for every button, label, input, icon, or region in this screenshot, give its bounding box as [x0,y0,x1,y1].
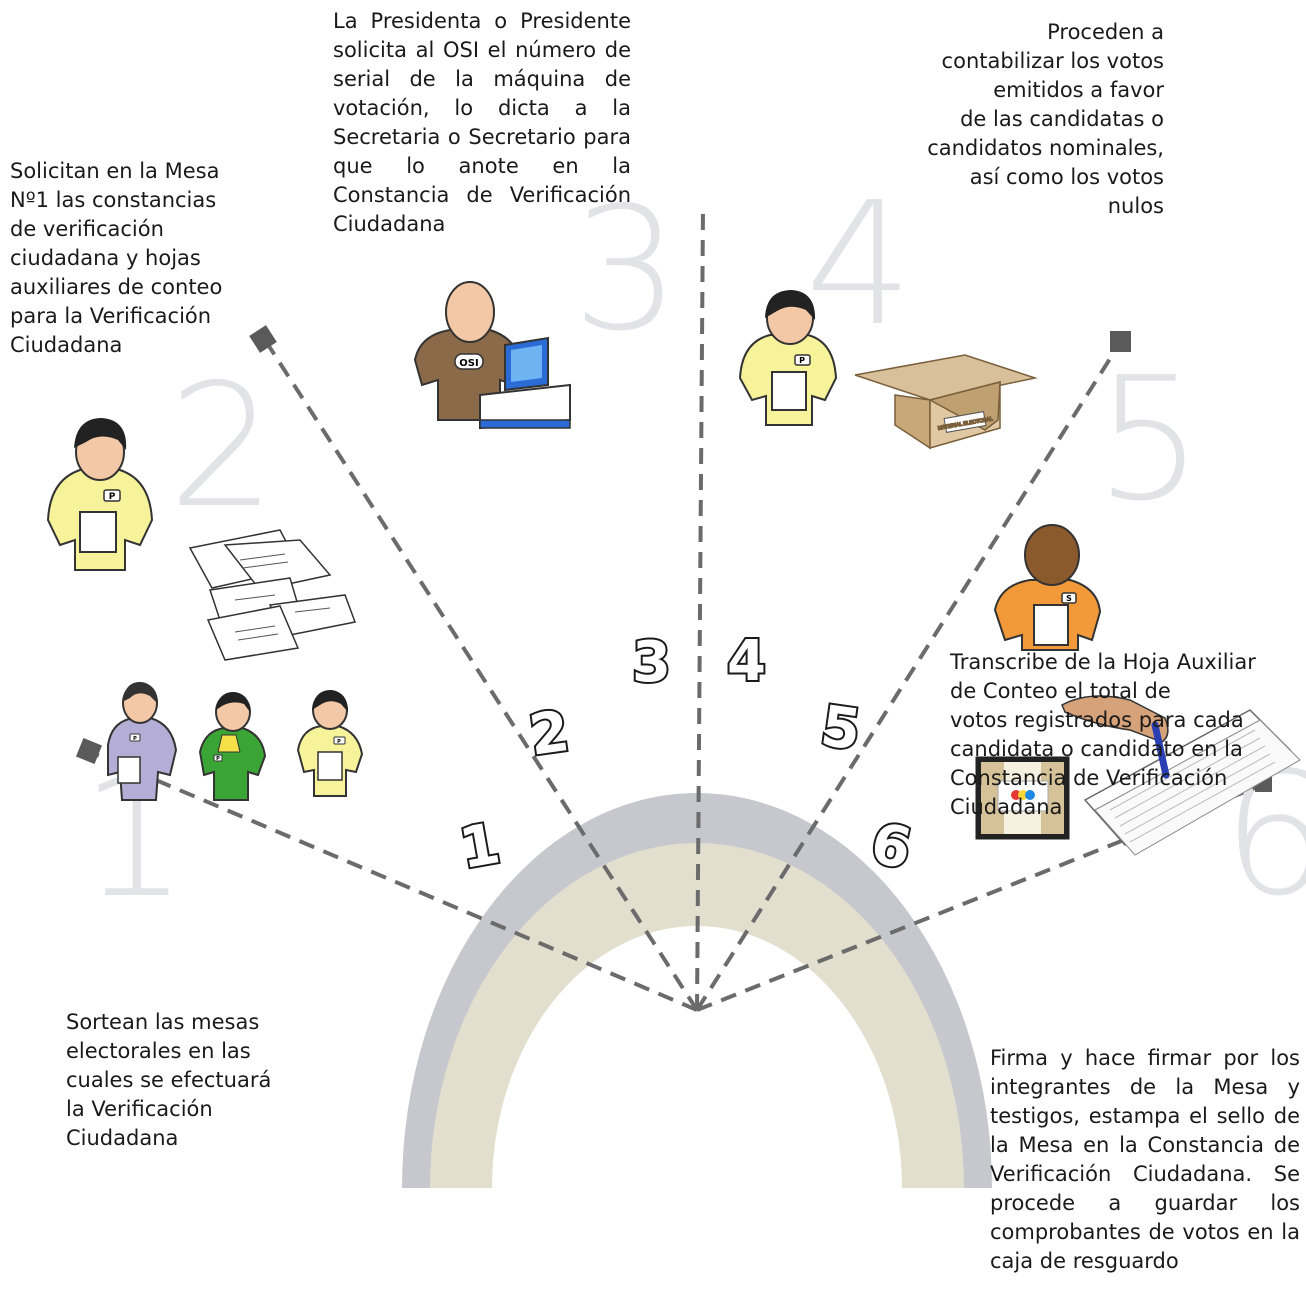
step-6-sealed-box-illustration [975,756,1070,840]
big-number-4: 4 [805,166,913,364]
step-4-box-illustration: MATERIAL ELECTORAL [854,354,1038,450]
badge-osi: OSI [459,358,478,369]
badge-p-step-1-a: P [133,736,137,742]
big-number-2: 2 [168,348,276,546]
badge-s: S [1066,594,1072,603]
arc-number-5: 5 [817,694,865,764]
arc-number-1: 1 [455,811,505,882]
ray-3 [695,207,705,1011]
big-step-numbers: 1 2 3 4 5 6 [80,166,1306,936]
ray-end-markers [75,325,1272,792]
ray-2 [263,338,699,1012]
arc-number-2: 2 [526,699,574,769]
big-number-3: 3 [572,171,680,369]
step-2-documents-illustration [188,529,357,661]
step-3-text: La Presidenta o Presidente solicita al O… [333,9,631,236]
ray-end-marker-4 [1110,331,1131,352]
badge-p-step-2: P [109,492,116,502]
ray-4 [695,341,1122,1012]
ray-end-marker-2 [249,325,277,353]
step-2-text: Solicitan en la Mesa Nº1 las constancias… [10,159,223,357]
step-2-woman-illustration: P [46,418,154,571]
step-1-people-illustration: P P P [107,682,364,801]
arc-number-4: 4 [727,629,766,694]
ray-end-marker-1 [75,737,103,765]
step-arc [402,793,992,1188]
step-6-signing-illustration [1061,695,1301,856]
inner-arc-band [430,843,964,1188]
step-5-man-illustration: S [993,524,1102,651]
badge-p-step-1-b: P [216,756,220,762]
step-5-text: Transcribe de la Hoja Auxiliar de Conteo… [950,650,1256,819]
step-4-woman-illustration: P [738,290,838,426]
arc-number-6: 6 [865,811,917,883]
ray-1 [89,750,698,1012]
big-number-5: 5 [1095,341,1203,539]
step-4-text: Proceden a contabilizar los votos emitid… [927,20,1164,218]
badge-p-step-4: P [799,356,805,365]
step-6-text: Firma y hace firmar por los integrantes … [990,1046,1300,1273]
badge-p-step-1-c: P [337,739,341,745]
arc-number-3: 3 [632,630,671,695]
step-1-text: Sortean las mesas electorales en las cua… [66,1010,272,1150]
step-3-osi-illustration: OSI [413,281,571,430]
outer-arc-band [402,793,992,1188]
